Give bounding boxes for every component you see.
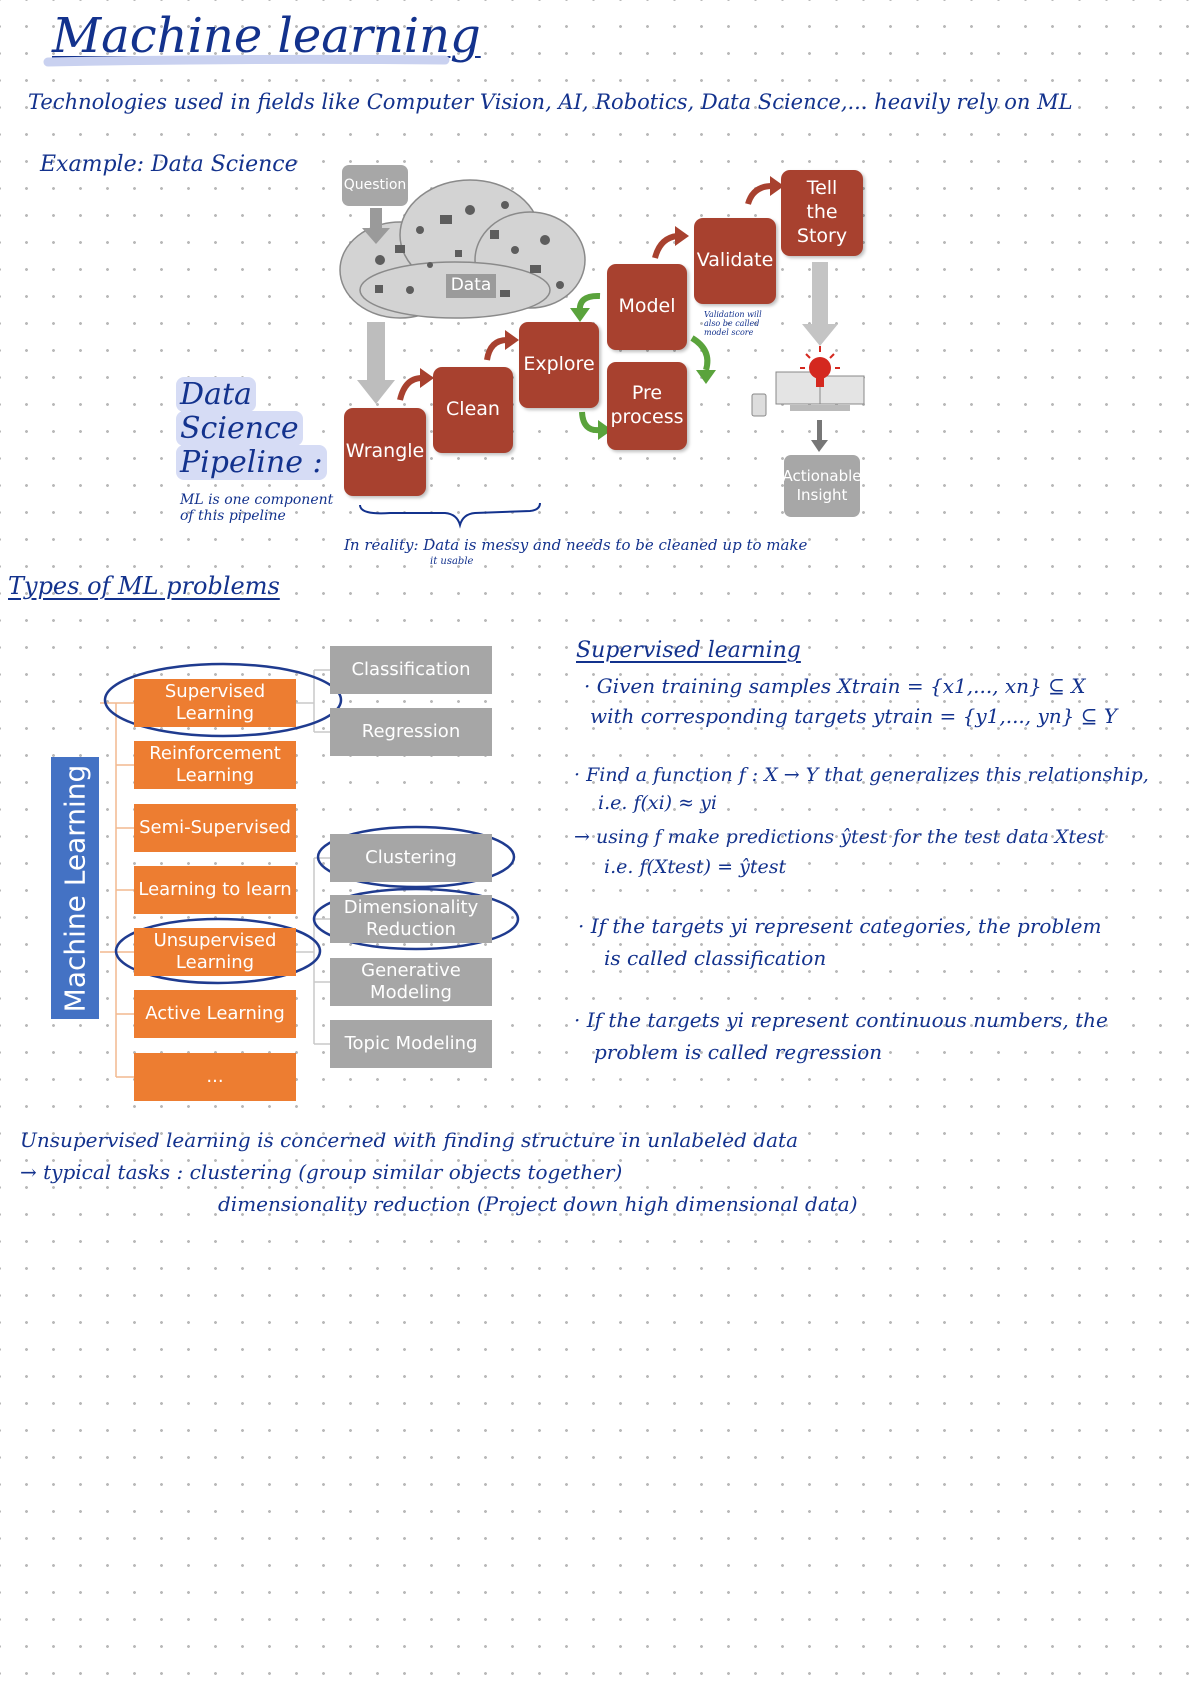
insight-computer-icon bbox=[751, 346, 865, 417]
tree-classification: Classification bbox=[330, 646, 492, 694]
supervised-line-3: · Find a function f : X → Y that general… bbox=[574, 764, 1149, 786]
tree-semi-supervised: Semi-Supervised bbox=[134, 804, 296, 852]
unsupervised-line-3: dimensionality reduction (Project down h… bbox=[218, 1192, 858, 1216]
unsupervised-line-2: → typical tasks : clustering (group simi… bbox=[20, 1160, 623, 1184]
supervised-line-7: · If the targets yi represent categories… bbox=[578, 914, 1102, 938]
tree-learning-to-learn: Learning to learn bbox=[134, 866, 296, 914]
tree-active-learning: Active Learning bbox=[134, 990, 296, 1038]
ml-component-note: ML is one component of this pipeline bbox=[180, 492, 334, 524]
reality-note: In reality: Data is messy and needs to b… bbox=[344, 536, 808, 554]
step-tell-the-story: Tell the Story bbox=[781, 170, 863, 256]
validation-note: Validation will also be called model sco… bbox=[704, 310, 762, 337]
tree-root-label: Machine Learning bbox=[58, 764, 92, 1012]
tree-generative-modeling: Generative Modeling bbox=[330, 958, 492, 1006]
step-preprocess: Pre process bbox=[607, 362, 687, 450]
tree-connectors bbox=[100, 662, 520, 1078]
tree-clustering: Clustering bbox=[330, 834, 492, 882]
tree-reinforcement-learning: Reinforcement Learning bbox=[134, 741, 296, 789]
tree-unsupervised-learning: Unsupervised Learning bbox=[134, 928, 296, 976]
types-heading: Types of ML problems bbox=[8, 572, 280, 600]
data-cloud bbox=[339, 176, 865, 529]
tree-topic-modeling: Topic Modeling bbox=[330, 1020, 492, 1068]
tree-supervised-learning: Supervised Learning bbox=[134, 679, 296, 727]
supervised-line-4: i.e. f(xi) ≈ yi bbox=[598, 792, 717, 814]
title-underline bbox=[43, 54, 450, 67]
tree-regression: Regression bbox=[330, 708, 492, 756]
supervised-line-6: i.e. f(Xtest) = ŷtest bbox=[604, 856, 787, 878]
step-wrangle: Wrangle bbox=[344, 408, 426, 496]
tree-root: Machine Learning bbox=[51, 757, 99, 1019]
supervised-line-9: · If the targets yi represent continuous… bbox=[574, 1008, 1108, 1032]
step-explore: Explore bbox=[519, 322, 599, 408]
supervised-line-1: · Given training samples Xtrain = {x1,..… bbox=[584, 674, 1086, 698]
intro-line: Technologies used in fields like Compute… bbox=[28, 90, 1073, 114]
cloud-data-label: Data bbox=[446, 274, 496, 298]
supervised-line-8: is called classification bbox=[604, 946, 827, 970]
step-actionable-insight: Actionable Insight bbox=[782, 455, 862, 517]
supervised-line-10: problem is called regression bbox=[594, 1040, 883, 1064]
example-label: Example: Data Science bbox=[40, 152, 298, 177]
unsupervised-line-1: Unsupervised learning is concerned with … bbox=[20, 1128, 798, 1152]
tree-more: ... bbox=[134, 1053, 296, 1101]
step-validate: Validate bbox=[694, 218, 776, 304]
supervised-line-2: with corresponding targets ytrain = {y1,… bbox=[590, 704, 1118, 728]
supervised-line-5: → using f make predictions ŷtest for the… bbox=[574, 826, 1105, 848]
step-clean: Clean bbox=[433, 367, 513, 453]
step-model: Model bbox=[607, 264, 687, 350]
supervised-heading: Supervised learning bbox=[576, 638, 801, 663]
pipeline-side-title: Data Science Pipeline : bbox=[176, 377, 327, 480]
step-question: Question bbox=[342, 165, 408, 206]
tree-dimensionality-reduction: Dimensionality Reduction bbox=[330, 895, 492, 943]
page-title: Machine learning bbox=[52, 8, 481, 64]
reality-note-continued: it usable bbox=[430, 556, 474, 567]
